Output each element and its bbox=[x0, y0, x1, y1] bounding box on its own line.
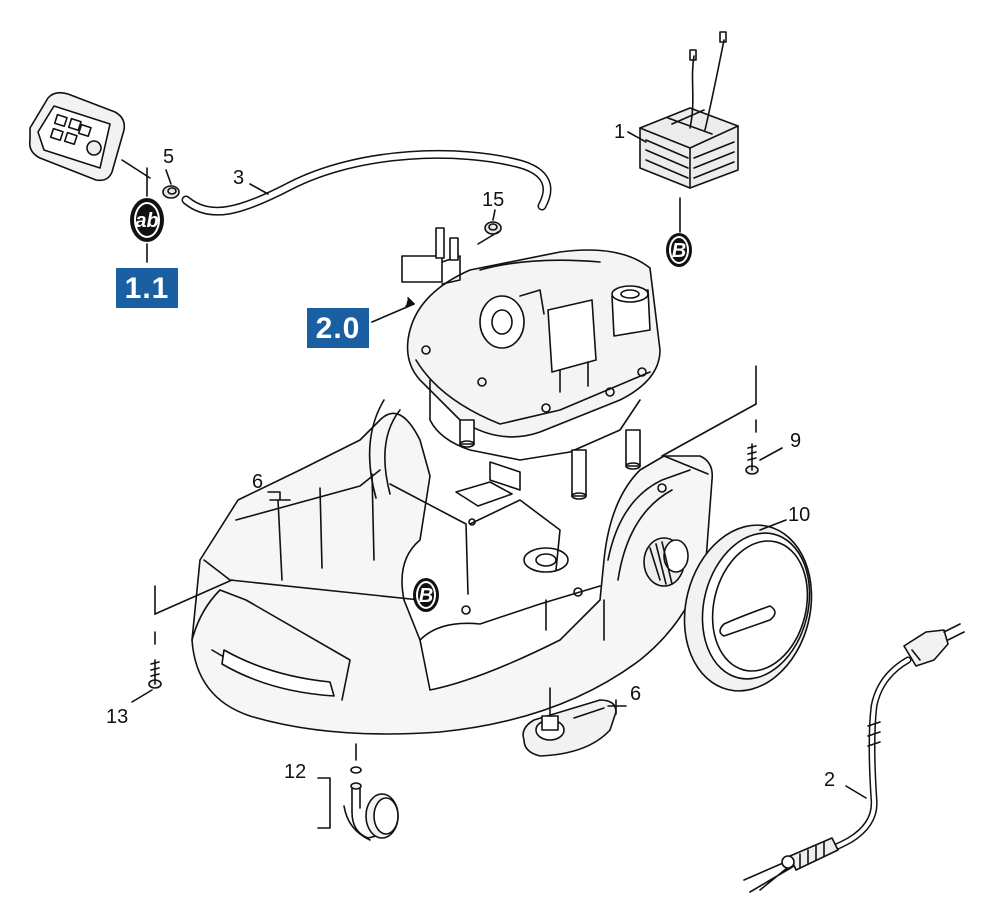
callout-13: 13 bbox=[106, 706, 128, 728]
badge-b-base-label: B bbox=[419, 585, 433, 607]
screw-part-9 bbox=[745, 443, 759, 475]
callout-2: 2 bbox=[824, 769, 835, 791]
reference-box-2-0[interactable]: 2.0 bbox=[307, 308, 369, 348]
screw-part-13 bbox=[148, 659, 162, 689]
callout-6-bottom: 6 bbox=[630, 683, 641, 705]
control-panel-part bbox=[28, 91, 126, 182]
caster-part-12 bbox=[343, 766, 399, 841]
badge-ab-label: ab bbox=[135, 210, 158, 232]
badge-ab: ab bbox=[130, 198, 164, 242]
callout-15: 15 bbox=[482, 189, 504, 211]
callout-1: 1 bbox=[614, 121, 625, 143]
boiler-assembly bbox=[401, 227, 661, 500]
badge-b-top-label: B bbox=[672, 240, 686, 262]
transformer-part-1 bbox=[639, 31, 739, 189]
callout-9: 9 bbox=[790, 430, 801, 452]
nut-part-15 bbox=[484, 221, 502, 235]
base-housing bbox=[191, 399, 714, 735]
reference-box-1-1[interactable]: 1.1 bbox=[116, 268, 178, 308]
nut-part-5 bbox=[162, 185, 180, 199]
power-cord-part-2 bbox=[743, 623, 965, 893]
callout-12: 12 bbox=[284, 761, 306, 783]
swivel-plate-part-6 bbox=[522, 699, 617, 757]
callout-10: 10 bbox=[788, 504, 810, 526]
callout-6-left: 6 bbox=[252, 471, 263, 493]
wheel-part-10 bbox=[683, 524, 813, 692]
callout-3: 3 bbox=[233, 167, 244, 189]
hose-part-3 bbox=[181, 149, 552, 216]
wheel-hub-knob bbox=[643, 537, 689, 587]
callout-5: 5 bbox=[163, 146, 174, 168]
badge-b-base: B bbox=[413, 578, 439, 612]
badge-b-top: B bbox=[666, 233, 692, 267]
